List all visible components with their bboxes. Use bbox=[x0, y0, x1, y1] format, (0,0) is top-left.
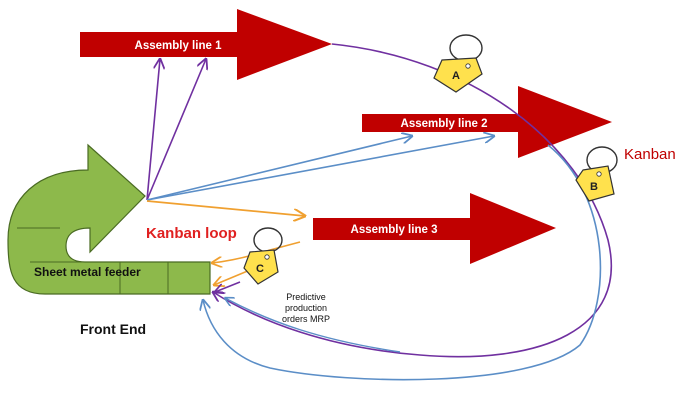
predictive-line-3: orders MRP bbox=[282, 314, 330, 324]
sheet-metal-feeder: Sheet metal feeder bbox=[7, 143, 211, 295]
kanban-tag-a-letter: A bbox=[452, 70, 460, 82]
purple-return-upper-arrow bbox=[215, 281, 241, 292]
assembly-line-2-label: Assembly line 2 bbox=[401, 118, 488, 130]
purple-return-loop bbox=[213, 43, 613, 358]
assembly-line-1-label: Assembly line 1 bbox=[135, 40, 223, 52]
orange-return-lower bbox=[214, 269, 251, 285]
purple-arrow-to-line1-a bbox=[146, 59, 160, 201]
kanban-tag-c-letter: C bbox=[256, 263, 264, 275]
purple-arrow-to-line1-b bbox=[146, 59, 206, 201]
assembly-line-1-arrow: Assembly line 1 bbox=[80, 9, 332, 80]
assembly-line-3-arrow: Assembly line 3 bbox=[313, 193, 556, 264]
predictive-orders-label: Predictive production orders MRP bbox=[282, 292, 330, 324]
blue-arrow-to-line2-a bbox=[146, 136, 412, 201]
predictive-line-1: Predictive bbox=[286, 292, 326, 302]
orange-arrow-to-line3 bbox=[146, 200, 305, 216]
kanban-tag-a: A bbox=[433, 34, 483, 93]
kanban-label: Kanban bbox=[624, 146, 676, 163]
kanban-tag-b: B bbox=[575, 146, 618, 202]
assembly-line-3-label: Assembly line 3 bbox=[351, 224, 438, 236]
kanban-tag-b-letter: B bbox=[590, 181, 598, 193]
kanban-tag-c: C bbox=[243, 227, 283, 285]
assembly-line-2-arrow: Assembly line 2 bbox=[362, 86, 612, 158]
sheet-metal-feeder-label: Sheet metal feeder bbox=[34, 265, 141, 279]
predictive-line-2: production bbox=[285, 303, 327, 313]
front-end-label: Front End bbox=[80, 321, 146, 337]
blue-return-loop-outer bbox=[203, 144, 602, 381]
kanban-loop-label: Kanban loop bbox=[146, 225, 237, 242]
blue-return-loop-inner bbox=[225, 298, 401, 353]
blue-arrow-to-line2-b bbox=[146, 136, 494, 201]
